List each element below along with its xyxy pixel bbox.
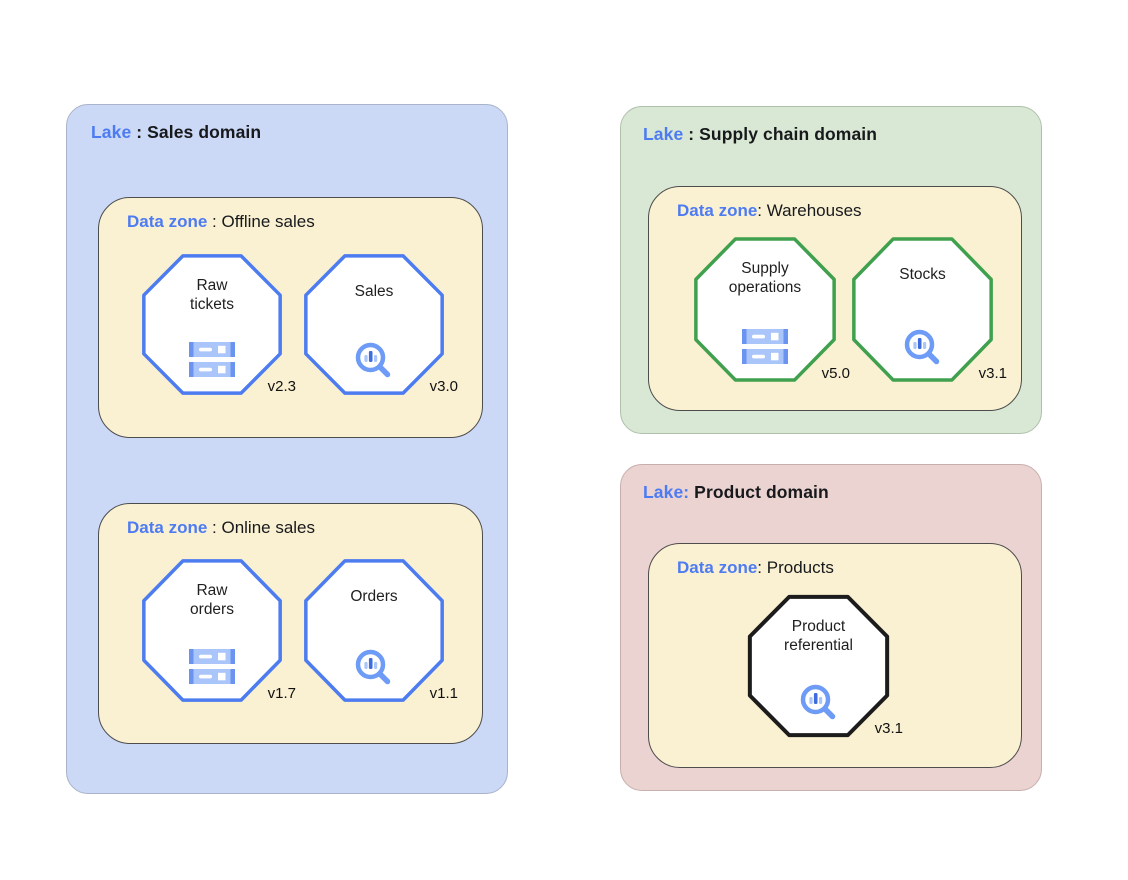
search-insights-icon	[904, 329, 939, 365]
octagon-shape	[141, 558, 283, 703]
entity-name: Stocks	[899, 266, 946, 283]
lake-label-prefix: Lake:	[643, 482, 690, 502]
entity-product-referential: Product referential v3.1	[747, 594, 903, 738]
zone-label-prefix: Data zone	[127, 212, 208, 231]
octagon-shape	[851, 236, 994, 383]
zone-label-name: : Offline sales	[207, 212, 315, 231]
entity-name: Product referential	[784, 618, 853, 654]
entity-raw-orders: Raw orders v1.7	[141, 558, 296, 703]
lake-label-prefix: Lake	[91, 122, 132, 142]
entity-supply-operations: Supply operations v5.0	[693, 236, 850, 383]
entity-sales: Sales v3.0	[303, 253, 458, 396]
zone-label-prefix: Data zone	[677, 201, 758, 220]
octagon-shape	[141, 253, 283, 396]
entity-name: Supply operations	[728, 260, 802, 296]
server-icon	[189, 649, 235, 684]
entity-stocks: Stocks v3.1	[851, 236, 1007, 383]
zone-warehouses-label: Data zone: Warehouses	[677, 201, 862, 221]
search-insights-icon	[355, 649, 391, 685]
octagon-shape	[303, 558, 445, 703]
entity-version: v3.1	[978, 365, 1007, 382]
server-icon	[742, 329, 788, 364]
entity-version: v2.3	[267, 378, 296, 395]
zone-label-name: : Warehouses	[757, 201, 862, 220]
entity-name: Sales	[354, 283, 394, 300]
zone-offline-sales-label: Data zone : Offline sales	[127, 212, 315, 232]
octagon-shape	[693, 236, 837, 383]
octagon-shape	[747, 594, 890, 738]
lake-label-name: : Supply chain domain	[683, 124, 878, 144]
entity-version: v1.7	[267, 685, 296, 702]
entity-name: Orders	[350, 588, 398, 605]
search-insights-icon	[355, 342, 391, 378]
zone-label-prefix: Data zone	[127, 518, 208, 537]
server-icon	[189, 342, 235, 377]
lake-sales-label: Lake : Sales domain	[91, 122, 261, 143]
lake-label-name: : Sales domain	[131, 122, 262, 142]
zone-products-label: Data zone: Products	[677, 558, 834, 578]
entity-version: v3.0	[429, 378, 458, 395]
zone-label-name: : Online sales	[207, 518, 316, 537]
search-insights-icon	[800, 684, 835, 720]
entity-version: v3.1	[874, 720, 903, 737]
entity-name: Raw tickets	[190, 277, 234, 313]
lake-supply-label: Lake : Supply chain domain	[643, 124, 877, 145]
lake-label-name: Product domain	[689, 482, 829, 502]
zone-label-prefix: Data zone	[677, 558, 758, 577]
lake-label-prefix: Lake	[643, 124, 684, 144]
entity-name: Raw orders	[190, 582, 234, 618]
lake-product-label: Lake: Product domain	[643, 482, 829, 503]
zone-label-name: : Products	[757, 558, 834, 577]
entity-version: v1.1	[429, 685, 458, 702]
octagon-shape	[303, 253, 445, 396]
entity-version: v5.0	[821, 365, 850, 382]
entity-raw-tickets: Raw tickets v2.3	[141, 253, 296, 396]
entity-orders: Orders v1.1	[303, 558, 458, 703]
zone-online-sales-label: Data zone : Online sales	[127, 518, 315, 538]
